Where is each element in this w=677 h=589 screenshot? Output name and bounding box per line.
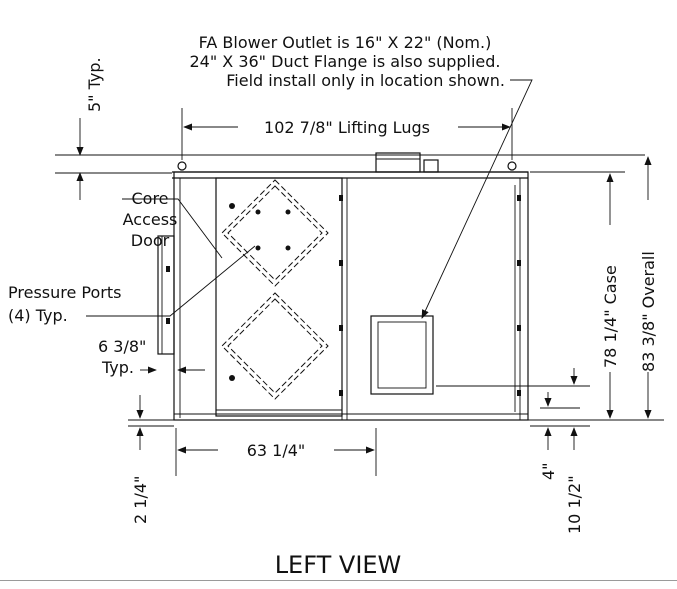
top-offset-dim-label: 5" Typ. <box>85 57 104 112</box>
door-offset-dim-line1: 6 3/8" <box>98 337 146 356</box>
pressure-port-icons <box>229 203 291 381</box>
pressure-callout-leader <box>86 245 256 317</box>
core-callout-leader <box>122 198 223 259</box>
lifting-lug-left-icon <box>177 161 187 171</box>
core-callout-line1: Core <box>131 189 168 208</box>
unit-case <box>172 171 529 421</box>
door-hinges <box>166 195 521 396</box>
bottom-left-dim-label: 2 1/4" <box>131 476 150 524</box>
fa-outlet-callout-line3: Field install only in location shown. <box>226 71 505 90</box>
core-callout-line2: Access <box>123 210 178 229</box>
pressure-callout-line1: Pressure Ports <box>8 283 121 302</box>
lifting-lug-right-icon <box>507 161 517 171</box>
fa-outlet-flange <box>370 315 434 395</box>
fa-outlet-callout-line2: 24" X 36" Duct Flange is also supplied. <box>189 52 500 71</box>
heat-recovery-core-lower <box>221 292 329 400</box>
overall-height-dim-label: 83 3/8" Overall <box>639 251 658 372</box>
fa-outlet-leader <box>421 79 533 319</box>
bottom-rule <box>0 580 677 581</box>
blower-outlet-top <box>375 152 439 173</box>
core-callout-line3: Door <box>131 231 170 250</box>
heat-recovery-core-upper <box>221 179 329 287</box>
side-access-plate <box>157 235 175 355</box>
outlet-width-dim-label: 63 1/4" <box>247 441 306 460</box>
door-offset-dim-line2: Typ. <box>101 358 134 377</box>
fa-outlet-callout-line1: FA Blower Outlet is 16" X 22" (Nom.) <box>199 33 492 52</box>
lifting-lugs-dim-label: 102 7/8" Lifting Lugs <box>264 118 430 137</box>
dim-4in-label: 4" <box>539 462 558 480</box>
view-title: LEFT VIEW <box>275 551 402 579</box>
pressure-callout-line2: (4) Typ. <box>8 306 68 325</box>
case-height-dim-label: 78 1/4" Case <box>601 265 620 368</box>
dim-10in-label: 10 1/2" <box>565 475 584 534</box>
